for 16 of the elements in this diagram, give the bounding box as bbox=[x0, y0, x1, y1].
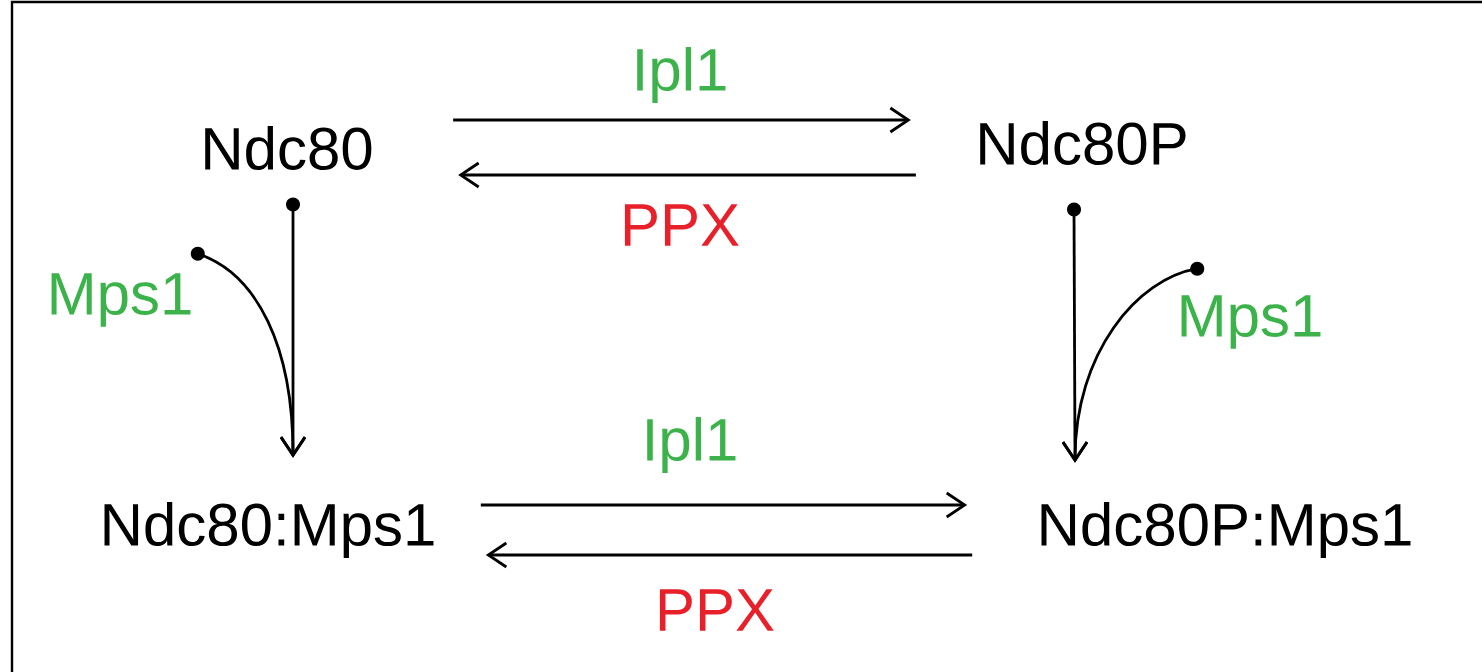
arrow bbox=[1061, 261, 1205, 463]
species-label: Ndc80:Mps1 bbox=[104, 502, 434, 558]
edge-label: Ipl1 bbox=[639, 415, 741, 475]
edge-label: Ipl1 bbox=[629, 45, 731, 105]
arrow bbox=[480, 491, 968, 519]
species-label: Ndc80P:Mps1 bbox=[1041, 502, 1411, 558]
arrow bbox=[458, 161, 916, 189]
arrow bbox=[453, 106, 911, 134]
species-label: Ndc80 bbox=[205, 125, 372, 171]
species-label: Ndc80P bbox=[980, 120, 1186, 166]
arrow bbox=[190, 246, 307, 458]
label-text: Mps1 bbox=[1181, 295, 1321, 349]
label-text: Mps1 bbox=[51, 273, 191, 327]
edge-label: PPX bbox=[618, 202, 743, 248]
edge-label: PPX bbox=[653, 587, 778, 633]
arrow bbox=[485, 541, 973, 569]
